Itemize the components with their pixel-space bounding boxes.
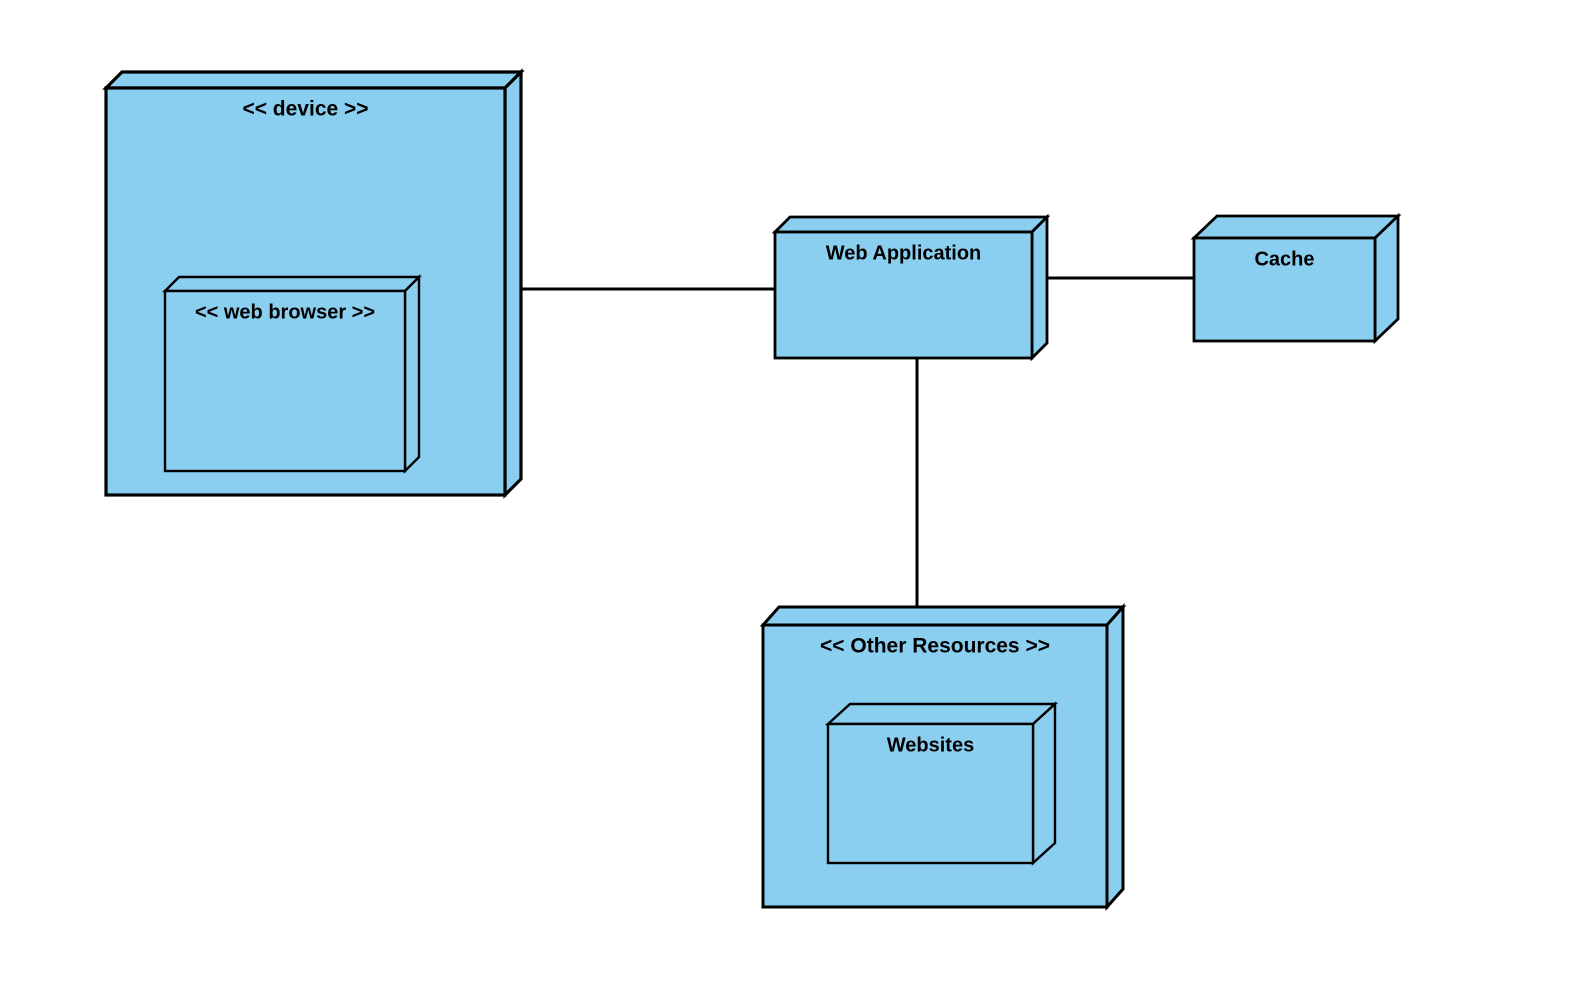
node-right-face [1030, 213, 1049, 362]
node-top-face [1190, 214, 1402, 240]
node-web-browser[interactable]: << web browser >> [162, 274, 422, 474]
node-web-application[interactable]: Web Application [771, 213, 1051, 362]
node-right-face [1373, 212, 1400, 345]
node-top-face [102, 70, 525, 90]
node-top-face [771, 215, 1051, 234]
node-right-face [403, 274, 421, 474]
node-label-websites: Websites [887, 734, 974, 756]
node-label-other-resources: << Other Resources >> [820, 635, 1050, 658]
node-right-face [503, 68, 523, 499]
node-right-face [1105, 603, 1125, 911]
node-label-device: << device >> [242, 98, 368, 121]
node-top-face [162, 275, 422, 293]
node-front-face [1192, 236, 1377, 343]
node-front-face [826, 722, 1035, 865]
nodes-layer: << device >> << web browser >> Web Applica… [102, 68, 1402, 911]
node-label-web-application: Web Application [826, 242, 982, 264]
node-front-face [163, 289, 407, 473]
node-top-face [824, 702, 1059, 726]
node-right-face [1031, 701, 1057, 866]
node-label-cache: Cache [1254, 248, 1314, 270]
node-websites[interactable]: Websites [824, 701, 1059, 866]
node-label-web-browser: << web browser >> [195, 301, 375, 323]
node-top-face [759, 605, 1127, 627]
connectors-layer [521, 276, 1194, 608]
node-cache[interactable]: Cache [1190, 212, 1402, 345]
node-front-face [773, 230, 1034, 360]
